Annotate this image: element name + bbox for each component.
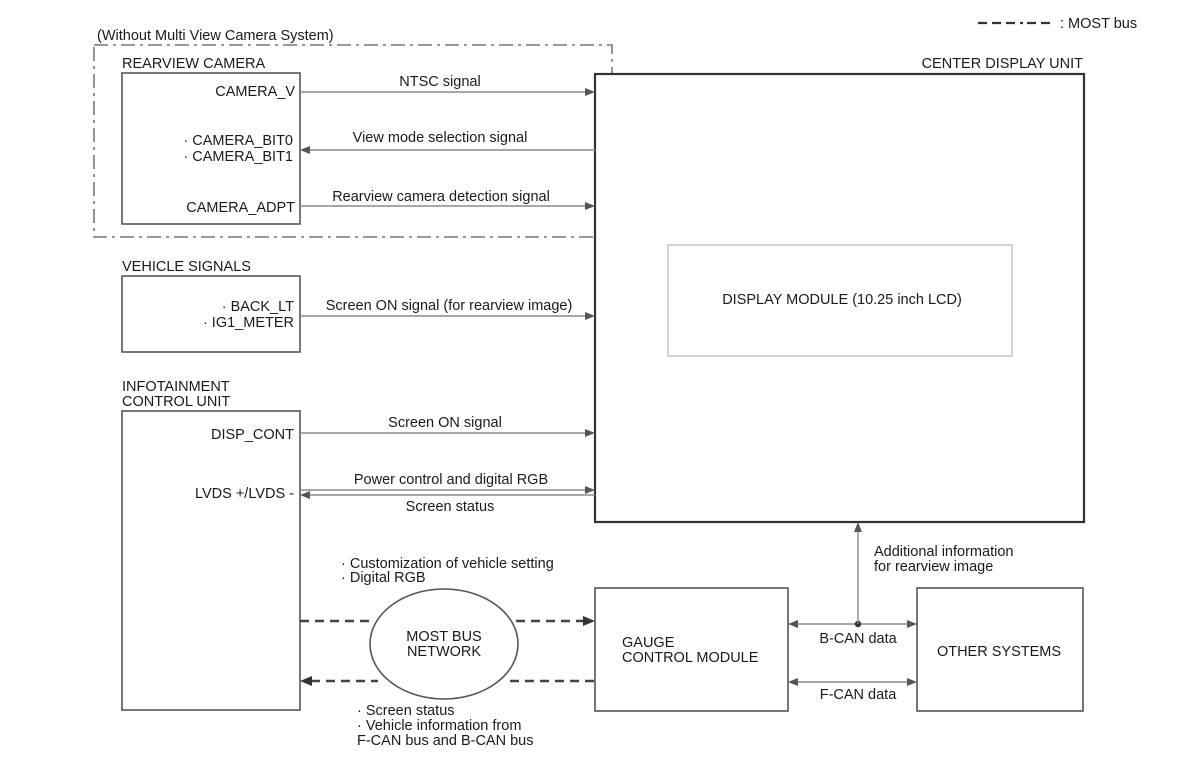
vehicle-signals-box (121, 275, 301, 353)
vehicle-signals-title: VEHICLE SIGNALS (122, 259, 251, 275)
pin-camera-adpt: CAMERA_ADPT (186, 200, 295, 216)
camera-detection-label: Rearview camera detection signal (332, 189, 550, 205)
infotainment-control-unit: INFOTAINMENT CONTROL UNIT DISP_CONT LVDS… (121, 379, 301, 711)
infotainment-title-line2: CONTROL UNIT (122, 394, 230, 410)
pin-disp-cont: DISP_CONT (211, 427, 294, 443)
most-network-line2: NETWORK (407, 644, 481, 660)
additional-info-label-line2: for rearview image (874, 559, 993, 575)
bcan-arrowhead-left (788, 620, 798, 628)
power-rgb-label: Power control and digital RGB (354, 472, 548, 488)
infotainment-box (121, 410, 301, 711)
fcan-arrowhead-right (907, 678, 917, 686)
other-systems: OTHER SYSTEMS (916, 587, 1084, 712)
bcan-label: B-CAN data (819, 631, 897, 647)
additional-info-arrowhead (854, 522, 862, 532)
pin-lvds: LVDS +/LVDS - (195, 486, 294, 502)
additional-info-label-line1: Additional information (874, 544, 1013, 560)
ntsc-signal-connector: NTSC signal (300, 74, 595, 96)
screen-status-label: Screen status (406, 499, 495, 515)
most-in-label-line3: F-CAN bus and B-CAN bus (357, 733, 533, 749)
pin-back-lt: · BACK_LT (222, 299, 294, 315)
vehicle-signals: VEHICLE SIGNALS · BACK_LT · IG1_METER (121, 259, 301, 353)
screen-on-arrowhead (585, 429, 595, 437)
most-in-connector: · Screen status · Vehicle information fr… (300, 676, 595, 749)
center-display-unit: CENTER DISPLAY UNIT DISPLAY MODULE (10.2… (593, 56, 1086, 524)
most-in-arrowhead (300, 676, 312, 686)
bcan-arrowhead-right (907, 620, 917, 628)
screen-on-connector: Screen ON signal (300, 415, 595, 437)
display-module-label: DISPLAY MODULE (10.25 inch LCD) (722, 292, 962, 308)
screen-status-arrowhead (300, 491, 310, 499)
rearview-camera-title: REARVIEW CAMERA (122, 56, 265, 72)
other-systems-box (916, 587, 1084, 712)
screen-on-label: Screen ON signal (388, 415, 502, 431)
pin-ig1-meter: · IG1_METER (203, 315, 294, 331)
most-bus-network-ellipse (369, 588, 519, 700)
screen-on-rear-arrowhead (585, 312, 595, 320)
rearview-camera: REARVIEW CAMERA CAMERA_V · CAMERA_BIT0 ·… (121, 56, 301, 225)
fcan-arrowhead-left (788, 678, 798, 686)
rearview-camera-box (121, 72, 301, 225)
gauge-label-line2: CONTROL MODULE (622, 650, 759, 666)
center-display-unit-title: CENTER DISPLAY UNIT (922, 56, 1084, 72)
most-in-label-line2: · Vehicle information from (357, 718, 521, 734)
legend: : MOST bus (978, 16, 1137, 32)
camera-detection-connector: Rearview camera detection signal (300, 189, 595, 210)
gauge-control-module-box (594, 587, 789, 712)
most-out-label-line1: · Customization of vehicle setting (341, 556, 554, 572)
display-module-box (667, 244, 1013, 357)
fcan-connector: F-CAN data (788, 678, 917, 703)
screen-on-rear-label: Screen ON signal (for rearview image) (326, 298, 573, 314)
most-out-label-line2: · Digital RGB (341, 570, 426, 586)
infotainment-title-line1: INFOTAINMENT (122, 379, 230, 395)
view-mode-connector: View mode selection signal (300, 130, 595, 154)
gauge-control-module: GAUGE CONTROL MODULE (594, 587, 789, 712)
pin-camera-bit1: · CAMERA_BIT1 (183, 149, 293, 165)
pin-camera-bit0: · CAMERA_BIT0 (183, 133, 293, 149)
most-bus-network: MOST BUS NETWORK (369, 588, 519, 700)
fcan-label: F-CAN data (820, 687, 897, 703)
most-out-connector: · Customization of vehicle setting · Dig… (300, 556, 595, 626)
gauge-label-line1: GAUGE (622, 635, 675, 651)
view-mode-label: View mode selection signal (353, 130, 528, 146)
ntsc-signal-label: NTSC signal (399, 74, 480, 90)
lvds-connector: Power control and digital RGB Screen sta… (300, 472, 595, 515)
pin-camera-v: CAMERA_V (215, 84, 295, 100)
camera-detection-arrowhead (585, 202, 595, 210)
most-network-line1: MOST BUS (406, 629, 481, 645)
screen-on-rear-connector: Screen ON signal (for rearview image) (300, 298, 595, 320)
ntsc-signal-arrowhead (585, 88, 595, 96)
most-in-label-line1: · Screen status (357, 703, 455, 719)
view-mode-arrowhead (300, 146, 310, 154)
most-out-arrowhead (583, 616, 595, 626)
legend-label: : MOST bus (1060, 16, 1137, 32)
power-rgb-arrowhead (585, 486, 595, 494)
bcan-connector: B-CAN data Additional information for re… (788, 522, 1013, 647)
other-systems-label: OTHER SYSTEMS (937, 644, 1061, 660)
camera-group-label: (Without Multi View Camera System) (97, 28, 334, 44)
